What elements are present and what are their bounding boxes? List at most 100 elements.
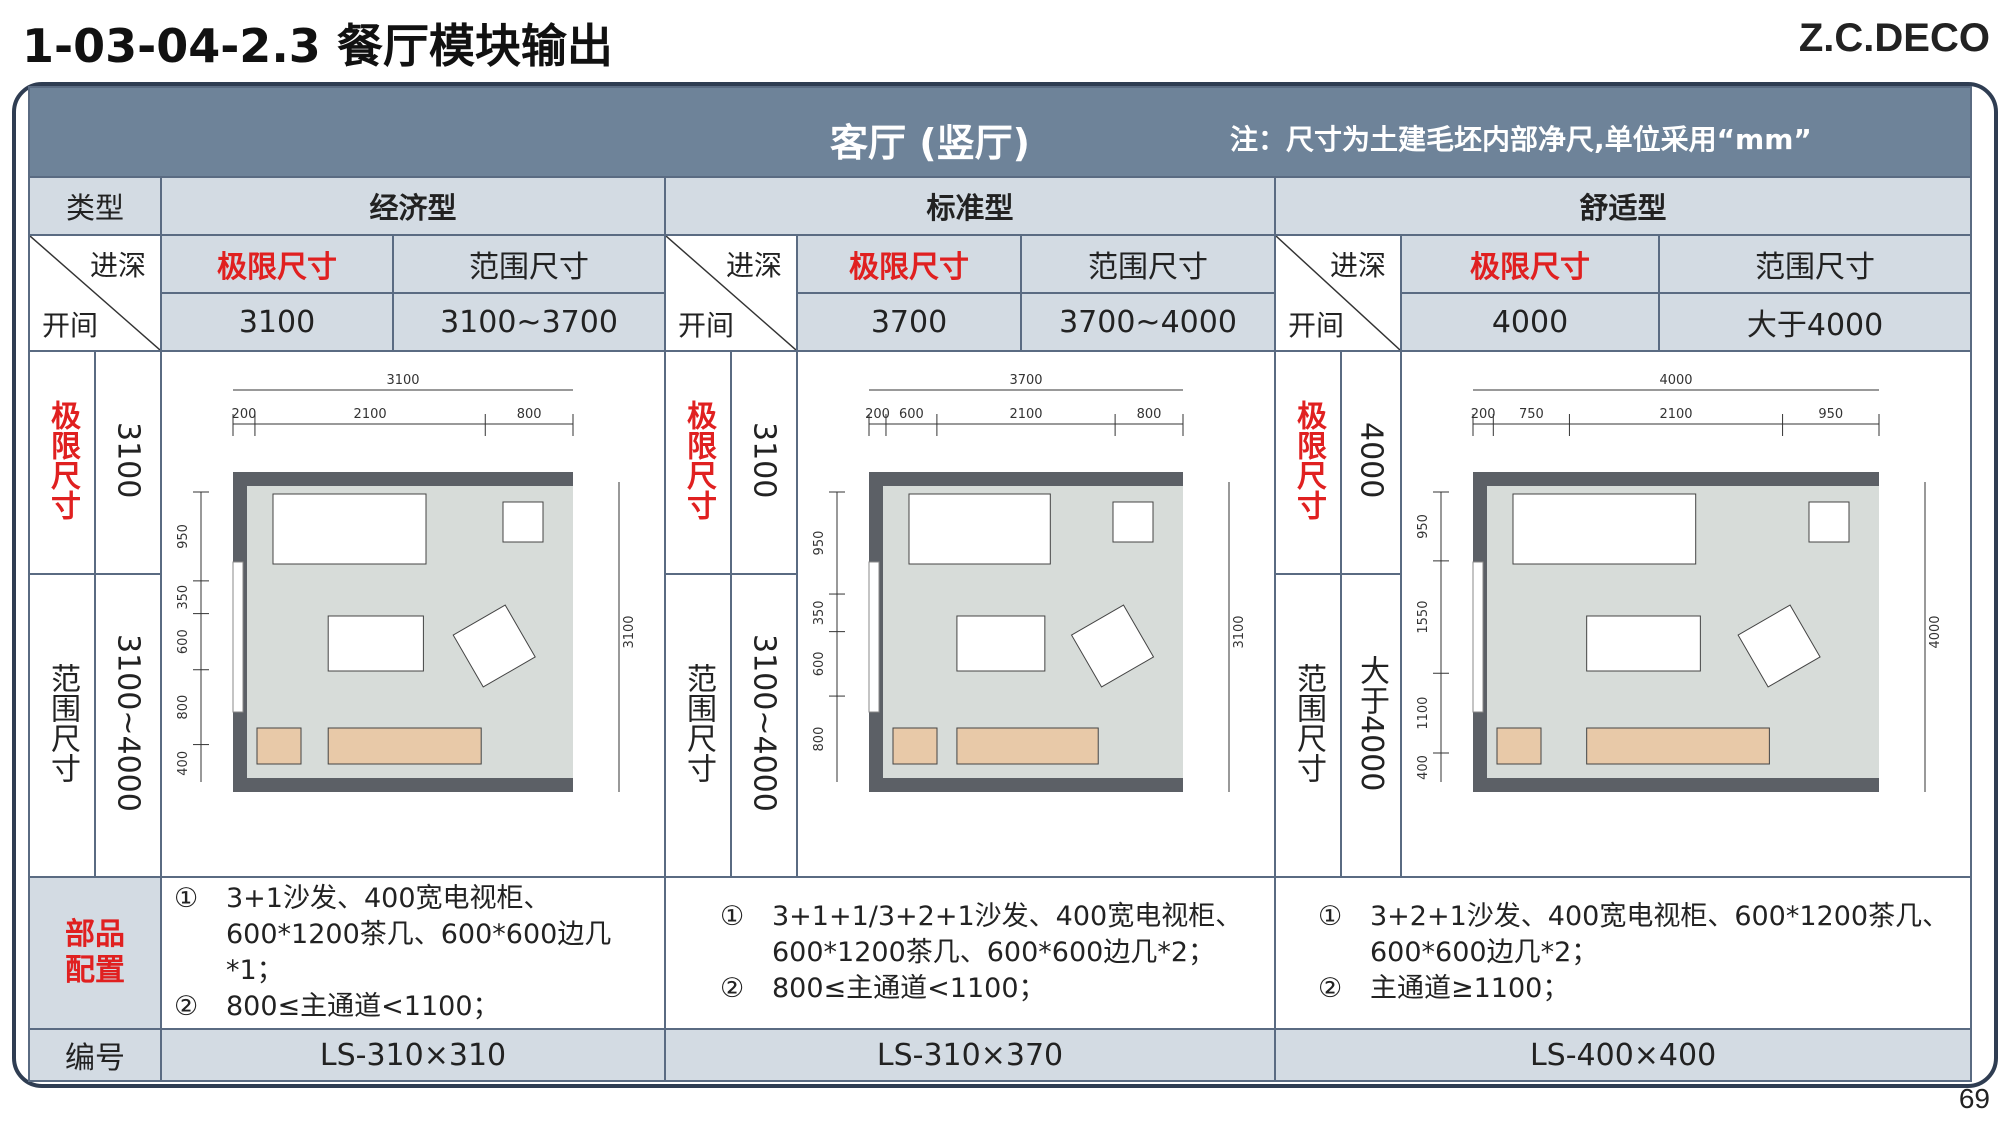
depth-range-economy: 3100~3700 bbox=[392, 292, 666, 352]
diag-line bbox=[666, 236, 796, 350]
dim-label: 200 bbox=[865, 407, 890, 422]
depth-range-comfort: 大于4000 bbox=[1657, 292, 1973, 352]
type-standard: 标准型 bbox=[664, 176, 1276, 236]
coffee-table bbox=[956, 615, 1046, 672]
sofa bbox=[1512, 493, 1697, 565]
dim-label: 800 bbox=[176, 695, 191, 720]
armchair bbox=[1070, 604, 1155, 688]
depth-limit-standard: 3700 bbox=[796, 292, 1022, 352]
diag-header-comfort: 进深 开间 bbox=[1274, 234, 1402, 352]
type-label: 类型 bbox=[28, 176, 162, 236]
coffee-table bbox=[1586, 615, 1701, 672]
bay-range-comfort: 大于4000 bbox=[1340, 572, 1402, 879]
dim-label: 400 bbox=[176, 751, 191, 776]
floor-plan-comfort: 4000 200 750 2100 950 950 1550 1100 400 4000 bbox=[1399, 350, 1973, 878]
brand-logo: Z.C.DECO bbox=[1798, 16, 1990, 60]
limit-size-header: 极限尺寸 bbox=[1400, 234, 1660, 294]
side-table bbox=[1808, 501, 1850, 543]
dim-label: 950 bbox=[176, 524, 191, 549]
diag-header-standard: 进深 开间 bbox=[664, 234, 798, 352]
dim-label: 400 bbox=[1416, 755, 1431, 780]
floor-plan-drawing: 4000 200 750 2100 950 950 1550 1100 400 4000 bbox=[1416, 373, 1943, 792]
bay-label: 开间 bbox=[42, 309, 99, 342]
depth-limit-comfort: 4000 bbox=[1400, 292, 1660, 352]
dim-label: 4000 bbox=[1928, 615, 1943, 648]
dim-label: 350 bbox=[812, 600, 827, 625]
armchair bbox=[452, 604, 536, 688]
storage-cabinet bbox=[1496, 727, 1542, 765]
section-title: 客厅 (竖厅) bbox=[830, 121, 1030, 165]
dim-label: 600 bbox=[899, 407, 924, 422]
range-size-header: 范围尺寸 bbox=[1020, 234, 1276, 294]
diag-header-economy: 进深 开间 bbox=[28, 234, 162, 352]
unit-note: 注：尺寸为土建毛坯内部净尺,单位采用“mm” bbox=[1230, 123, 1812, 156]
code-economy: LS-310×310 bbox=[160, 1028, 666, 1082]
window bbox=[868, 561, 880, 713]
bay-range-standard: 3100~4000 bbox=[730, 572, 798, 879]
layout-table: 客厅 (竖厅) 注：尺寸为土建毛坯内部净尺,单位采用“mm” 类型 经济型 标准… bbox=[27, 86, 1973, 1082]
dim-label: 1100 bbox=[1416, 697, 1431, 730]
tv-cabinet bbox=[1586, 727, 1770, 765]
dim-label: 750 bbox=[1519, 407, 1544, 422]
dim-label: 3700 bbox=[1009, 373, 1042, 388]
window bbox=[1472, 561, 1484, 713]
dim-label: 950 bbox=[1416, 514, 1431, 539]
bay-limit-label: 极限尺寸 bbox=[28, 350, 96, 575]
bay-label: 开间 bbox=[678, 309, 735, 342]
dim-label: 350 bbox=[176, 585, 191, 610]
type-comfort: 舒适型 bbox=[1273, 176, 1973, 236]
bay-limit-label: 极限尺寸 bbox=[664, 350, 732, 575]
type-economy: 经济型 bbox=[160, 176, 666, 236]
dim-label: 1550 bbox=[1416, 601, 1431, 634]
depth-label: 进深 bbox=[1329, 249, 1386, 282]
bay-range-economy: 3100~4000 bbox=[94, 572, 162, 879]
header-band: 客厅 (竖厅) 注：尺寸为土建毛坯内部净尺,单位采用“mm” bbox=[27, 86, 1973, 178]
bay-limit-comfort: 4000 bbox=[1340, 350, 1402, 575]
diag-line bbox=[30, 236, 160, 350]
depth-label: 进深 bbox=[725, 249, 782, 282]
dim-label: 950 bbox=[812, 531, 827, 556]
diag-line bbox=[1276, 236, 1400, 350]
config-label: 部品配置 bbox=[28, 876, 162, 1030]
bay-range-label: 范围尺寸 bbox=[28, 572, 96, 879]
dim-label: 950 bbox=[1818, 407, 1843, 422]
tv-cabinet bbox=[956, 727, 1099, 765]
page-number: 69 bbox=[1958, 1083, 1990, 1114]
dim-label: 2100 bbox=[1009, 407, 1042, 422]
window bbox=[232, 561, 244, 713]
limit-size-header: 极限尺寸 bbox=[796, 234, 1022, 294]
bay-limit-economy: 3100 bbox=[94, 350, 162, 575]
sofa bbox=[272, 493, 427, 565]
dim-label: 600 bbox=[812, 651, 827, 676]
dim-label: 3100 bbox=[1232, 615, 1247, 648]
storage-cabinet bbox=[892, 727, 938, 765]
side-table bbox=[502, 501, 544, 543]
limit-size-header: 极限尺寸 bbox=[160, 234, 394, 294]
bay-limit-label: 极限尺寸 bbox=[1274, 350, 1342, 575]
sofa bbox=[908, 493, 1051, 565]
page-title: 1-03-04-2.3 餐厅模块输出 bbox=[22, 19, 613, 73]
dim-label: 4000 bbox=[1660, 373, 1693, 388]
bay-label: 开间 bbox=[1288, 309, 1345, 342]
depth-limit-economy: 3100 bbox=[160, 292, 394, 352]
depth-label: 进深 bbox=[89, 249, 146, 282]
armchair bbox=[1737, 604, 1821, 688]
code-comfort: LS-400×400 bbox=[1273, 1028, 1973, 1082]
range-size-header: 范围尺寸 bbox=[392, 234, 666, 294]
bay-range-label: 范围尺寸 bbox=[1274, 572, 1342, 879]
bay-limit-standard: 3100 bbox=[730, 350, 798, 575]
dim-label: 2100 bbox=[354, 407, 387, 422]
dim-label: 3100 bbox=[622, 615, 637, 648]
dim-label: 600 bbox=[176, 629, 191, 654]
range-size-header: 范围尺寸 bbox=[1657, 234, 1973, 294]
dim-label: 200 bbox=[1471, 407, 1496, 422]
dim-label: 2100 bbox=[1660, 407, 1693, 422]
dim-label: 800 bbox=[1137, 407, 1162, 422]
bay-range-label: 范围尺寸 bbox=[664, 572, 732, 879]
